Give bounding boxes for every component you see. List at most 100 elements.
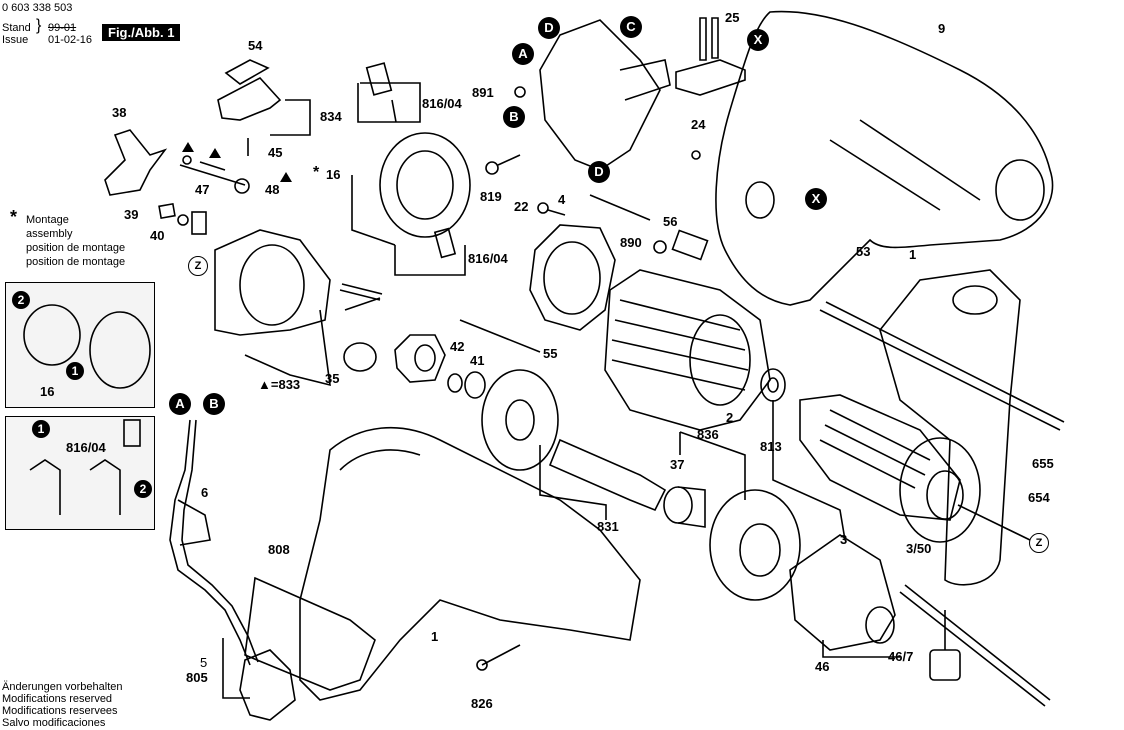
bracket-816-top [357, 82, 421, 123]
brush-plate-top [379, 132, 471, 238]
step-1-marker: 1 [32, 420, 50, 438]
part-label-40[interactable]: 40 [150, 228, 165, 243]
footer-line: Salvo modificaciones [2, 717, 106, 729]
needle-bearing-35 [343, 342, 377, 372]
part-label-6[interactable]: 6 [201, 485, 209, 500]
bracket-16 [351, 175, 396, 246]
footer-line: Änderungen vorbehalten [2, 681, 123, 693]
part-label-54[interactable]: 54 [248, 38, 263, 53]
part-label-39[interactable]: 39 [124, 207, 139, 222]
part-label-9[interactable]: 9 [938, 21, 946, 36]
part-label-816-04-inset[interactable]: 816/04 [66, 440, 106, 455]
bracket-836 [679, 431, 746, 500]
bearing-housing [394, 334, 446, 383]
part-label-833[interactable]: ▲=833 [258, 377, 301, 392]
part-label-3-50[interactable]: 3/50 [906, 541, 932, 556]
part-label-35[interactable]: 35 [325, 371, 340, 386]
part-label-891[interactable]: 891 [472, 85, 494, 100]
callout-a: A [512, 43, 534, 65]
part-label-2[interactable]: 2 [726, 410, 734, 425]
part-label-836[interactable]: 836 [697, 427, 719, 442]
stand-label: Stand [2, 22, 31, 34]
figure-label: Fig./Abb. 1 [102, 24, 181, 41]
lever-38 [104, 129, 168, 196]
part-label-655[interactable]: 655 [1032, 456, 1054, 471]
end-shield-left [214, 229, 331, 336]
part-label-819[interactable]: 819 [480, 189, 502, 204]
part-label-38[interactable]: 38 [112, 105, 127, 120]
part-25-clip [675, 17, 746, 96]
legend-line: position de montage [26, 242, 126, 254]
part-label-46-7[interactable]: 46/7 [888, 649, 914, 664]
part-label-24[interactable]: 24 [691, 117, 706, 132]
part-label-16-inset[interactable]: 16 [40, 384, 55, 399]
callout-c: C [620, 16, 642, 38]
bearing-41 [464, 371, 486, 399]
field-coil [604, 269, 771, 431]
part-label-834[interactable]: 834 [320, 109, 342, 124]
part-label-826[interactable]: 826 [471, 696, 493, 711]
part-label-1-bottom[interactable]: 1 [431, 629, 439, 644]
part-label-813[interactable]: 813 [760, 439, 782, 454]
bracket-5 [222, 638, 250, 699]
armature [799, 394, 961, 521]
legend-line: position de montage [26, 256, 126, 268]
part-label-808[interactable]: 808 [268, 542, 290, 557]
spindle [548, 438, 667, 512]
part-label-1-top[interactable]: 1 [909, 247, 917, 262]
part-label-25[interactable]: 25 [725, 10, 740, 25]
part-label-805[interactable]: 805 [186, 670, 208, 685]
part-label-654[interactable]: 654 [1028, 490, 1050, 505]
inset-panel-brush-holder [5, 282, 155, 408]
bracket-46 [822, 640, 900, 658]
part-label-816-04-mid[interactable]: 816/04 [468, 251, 508, 266]
callout-z: Z [188, 256, 208, 276]
part-label-41[interactable]: 41 [470, 353, 485, 368]
asterisk-icon: * [313, 164, 320, 181]
part-label-4[interactable]: 4 [558, 192, 566, 207]
part-label-831[interactable]: 831 [597, 519, 619, 534]
aux-handle [879, 269, 1021, 586]
callout-b: B [503, 106, 525, 128]
part-label-16[interactable]: 16 [326, 167, 341, 182]
switch-body [539, 19, 661, 171]
bracket-816-mid [394, 245, 466, 276]
bracket-813 [772, 400, 846, 541]
callout-x: X [805, 188, 827, 210]
part-label-47[interactable]: 47 [195, 182, 210, 197]
brush-holder-ring [529, 224, 616, 331]
housing-boss [745, 181, 775, 219]
triangle-marker-icon [209, 148, 221, 158]
part-label-45[interactable]: 45 [268, 145, 283, 160]
part-label-56[interactable]: 56 [663, 214, 678, 229]
part-label-890[interactable]: 890 [620, 235, 642, 250]
legend-line: Montage [26, 214, 69, 226]
footer-line: Modifications reserved [2, 693, 113, 705]
part-label-37[interactable]: 37 [670, 457, 685, 472]
part-label-48[interactable]: 48 [265, 182, 280, 197]
housing-half-left [299, 426, 641, 701]
part-label-42[interactable]: 42 [450, 339, 465, 354]
part-label-816-04-top[interactable]: 816/04 [422, 96, 462, 111]
step-2-marker: 2 [134, 480, 152, 498]
triangle-marker-icon [280, 172, 292, 182]
legend-line: assembly [26, 228, 73, 240]
callout-z: Z [1029, 533, 1049, 553]
part-label-3[interactable]: 3 [840, 532, 848, 547]
housing-half-right [715, 10, 1054, 306]
part-label-55[interactable]: 55 [543, 346, 558, 361]
callout-b: B [203, 393, 225, 415]
part-label-5[interactable]: 5 [200, 655, 208, 670]
handle-cover [244, 576, 376, 691]
part-label-22[interactable]: 22 [514, 199, 529, 214]
callout-x: X [747, 29, 769, 51]
bracket-831 [539, 445, 607, 520]
drill-chuck [789, 534, 896, 651]
brace-icon: } [36, 17, 42, 34]
cover-54 [224, 59, 270, 85]
part-label-53[interactable]: 53 [856, 244, 871, 259]
part-label-46[interactable]: 46 [815, 659, 830, 674]
step-2-marker: 2 [12, 291, 30, 309]
screw-826 [481, 644, 521, 666]
